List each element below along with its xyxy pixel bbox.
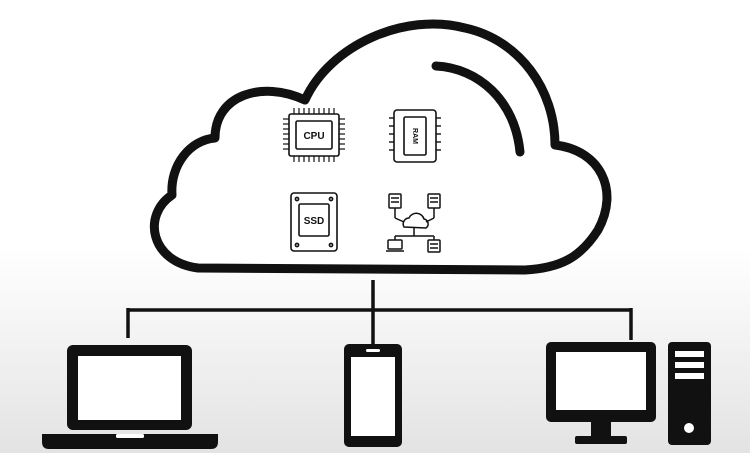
laptop-icon xyxy=(42,345,218,449)
cpu-label: CPU xyxy=(303,131,324,142)
tower-case-icon xyxy=(668,342,711,445)
connection-lines xyxy=(126,280,633,348)
cpu-chip-icon xyxy=(283,108,345,162)
smartphone-icon xyxy=(344,344,402,447)
ssd-label: SSD xyxy=(304,216,325,227)
ram-label: RAM xyxy=(411,128,418,144)
ssd-drive-icon xyxy=(290,192,338,252)
monitor-icon xyxy=(546,342,656,444)
cloud-icon xyxy=(149,19,612,275)
ram-module-icon xyxy=(389,109,441,163)
desktop-computer-icon xyxy=(546,342,711,445)
cloud-highlight-arc xyxy=(431,61,525,157)
network-topology-icon xyxy=(386,193,441,253)
